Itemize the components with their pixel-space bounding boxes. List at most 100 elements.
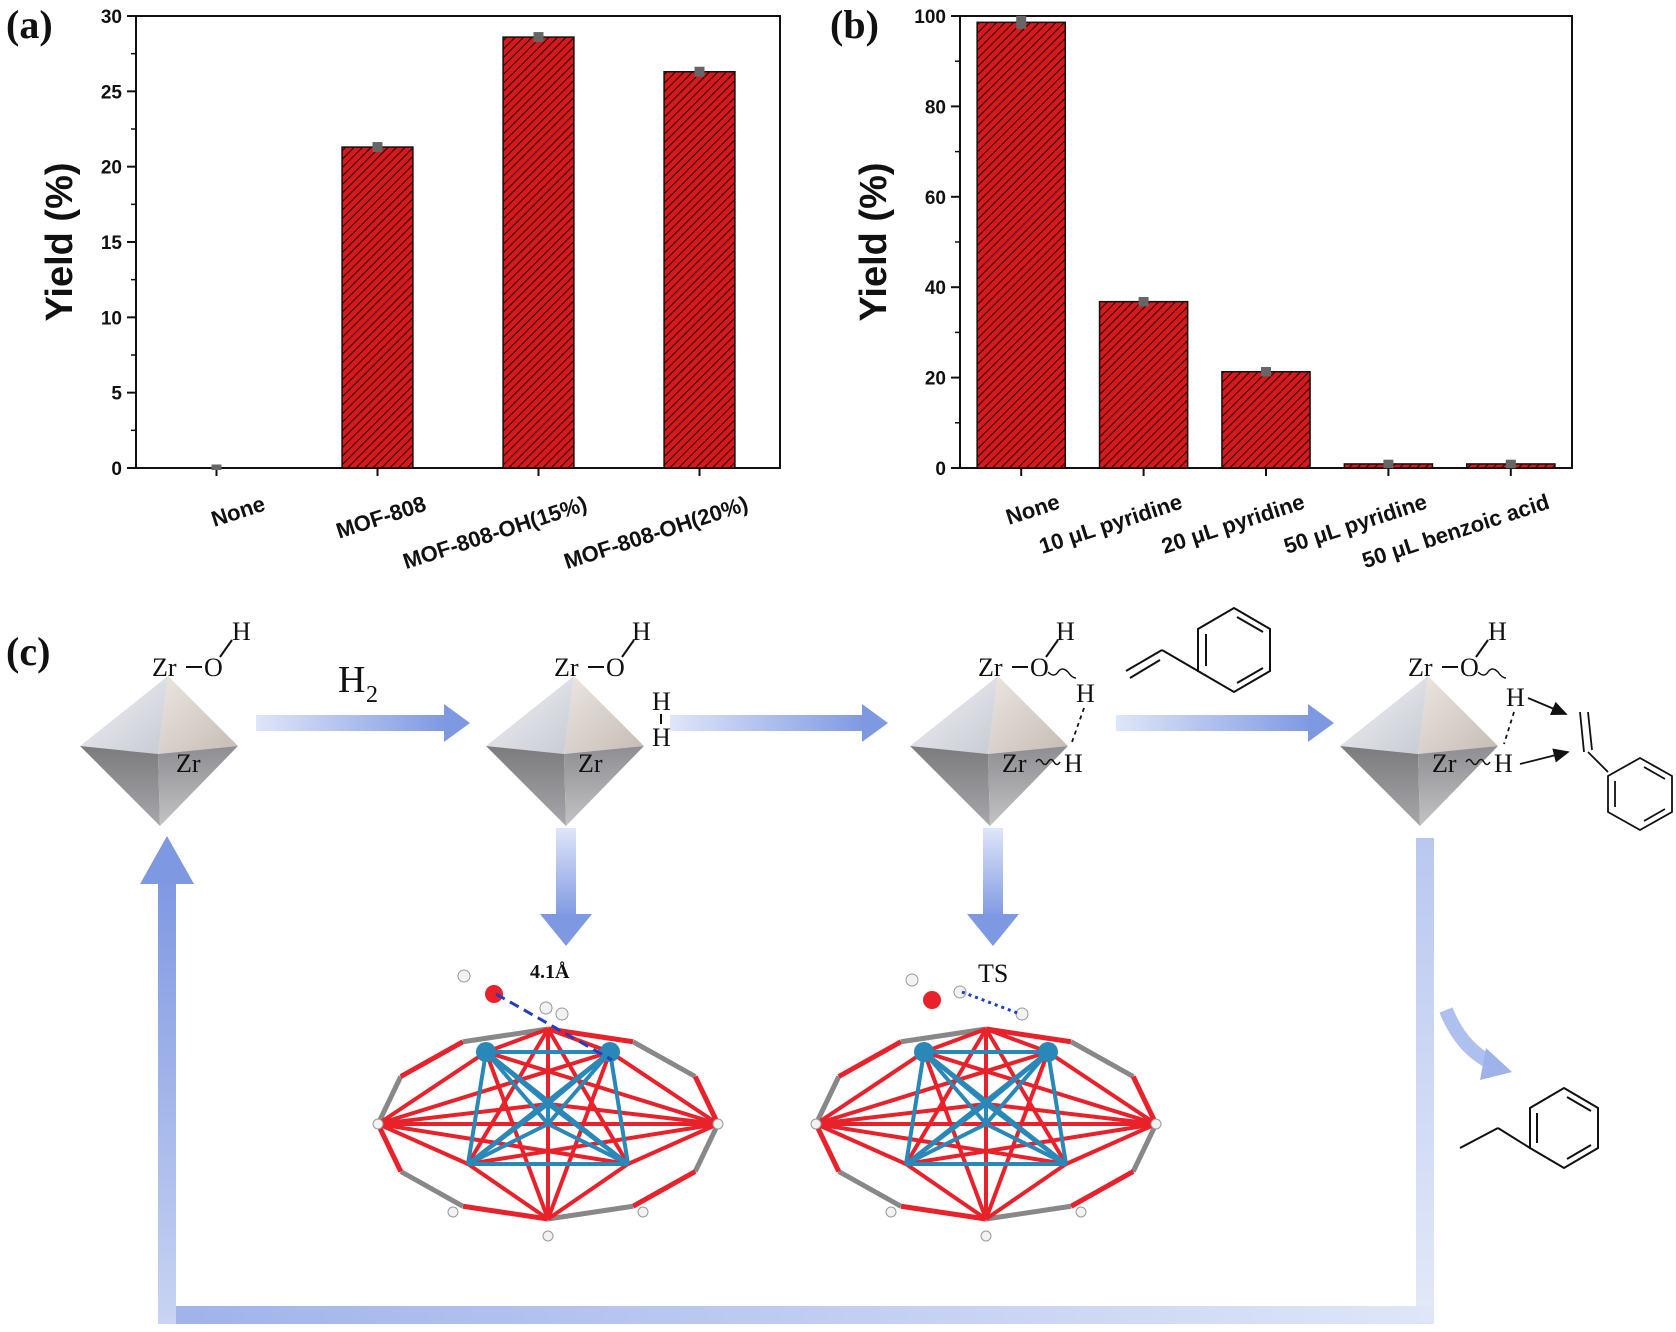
cluster-bond: [485, 1027, 549, 1054]
cluster-bond: [547, 1203, 634, 1222]
bar: [341, 146, 414, 469]
zr-node-octahedron-1: [80, 676, 238, 826]
cluster-bond: [813, 1075, 842, 1126]
oxygen-atom: [485, 985, 503, 1003]
hydrogen-atom: [1150, 1118, 1162, 1130]
bar: [976, 21, 1067, 469]
y-tick-label: 60: [925, 188, 946, 209]
o-label-3: O: [1030, 653, 1049, 682]
x-category-label: MOF-808: [333, 491, 429, 543]
loop-arrow-up-head: [140, 836, 194, 884]
cluster-bond: [984, 1102, 1068, 1166]
hydrogen-atom: [953, 985, 967, 999]
h2-reagent-label: H: [338, 659, 365, 701]
cluster-bond: [377, 1050, 611, 1126]
product-release-arrow: [1439, 1007, 1512, 1080]
loop-arrow-left-segment: [158, 880, 176, 1324]
styrene-structure: [1125, 606, 1271, 694]
h2-reagent-subscript: 2: [366, 682, 378, 708]
hydrogen-atom: [457, 969, 471, 983]
hydrogen-atom: [712, 1118, 724, 1130]
loop-arrow-bottom-segment: [158, 1306, 1434, 1324]
cluster-bond: [377, 1102, 549, 1126]
h-label-1: H: [232, 617, 251, 646]
panel-label-b: (b): [830, 2, 879, 47]
cluster-bond: [466, 1051, 488, 1165]
reaction-scheme: H 2 Zr O H Zr Zr O H Zr H H Zr O H: [80, 606, 1673, 1324]
cluster-bond: [837, 1039, 903, 1079]
h2-top-atom: H: [652, 687, 671, 716]
hydrogen-atom: [555, 1007, 569, 1021]
cluster-bond: [467, 1122, 719, 1166]
oxygen-atom: [923, 991, 941, 1009]
zr-label-1b: Zr: [176, 749, 201, 778]
y-tick-label: 10: [101, 308, 122, 329]
cluster-bond: [922, 1050, 988, 1106]
cluster-bond: [376, 1050, 488, 1126]
zirconium-atom: [914, 1042, 934, 1062]
cluster-bond: [466, 1102, 550, 1166]
zr-label-4: Zr: [1408, 653, 1433, 682]
hydrogen-atom: [447, 1206, 459, 1218]
cluster-bond: [905, 1122, 1157, 1166]
cluster-bond: [815, 1122, 907, 1166]
cluster-bond: [922, 1051, 988, 1220]
cluster-bond: [923, 1027, 987, 1054]
hydrogen-atom: [810, 1118, 822, 1130]
step-arrow-1: [256, 704, 470, 742]
hydrogen-atom: [885, 1206, 897, 1218]
cluster-bond: [546, 1051, 612, 1220]
cluster-bond: [837, 1169, 903, 1209]
cluster-bond: [904, 1102, 988, 1166]
error-bar: [1261, 367, 1271, 377]
h2-bottom-atom: H: [652, 723, 671, 752]
y-tick-label: 0: [111, 459, 122, 480]
error-bar: [1138, 296, 1149, 307]
bar: [1221, 370, 1311, 469]
cluster-bond: [375, 1122, 404, 1173]
y-tick-label: 15: [101, 233, 123, 254]
zirconium-atom: [476, 1042, 496, 1062]
cluster-bond: [608, 1050, 720, 1126]
down-arrow-to-model-1: [540, 828, 592, 946]
ts-hydrogen-bond-line: [961, 990, 1021, 1016]
error-bar: [533, 32, 544, 43]
y-tick-label: 5: [111, 384, 122, 405]
cluster-bond: [905, 1122, 987, 1166]
h-label-4c: H: [1494, 749, 1513, 778]
cluster-bond: [815, 1102, 987, 1126]
error-bar: [694, 66, 705, 77]
y-tick-label: 80: [925, 97, 946, 118]
bar: [502, 36, 575, 469]
hydride-transfer-arrow-2: [1519, 748, 1570, 765]
h-label-3b: H: [1076, 679, 1095, 708]
cluster-bond: [923, 1050, 1157, 1126]
down-arrow-to-model-2: [967, 828, 1019, 946]
cluster-bond: [547, 1122, 629, 1166]
cluster-bond: [1046, 1050, 1158, 1126]
hydrogen-atom: [542, 1230, 554, 1242]
panel-label-a: (a): [6, 2, 53, 47]
cluster-bond: [1046, 1051, 1068, 1165]
hydride-transfer-arrow-1: [1527, 697, 1568, 716]
cluster-bond: [1130, 1075, 1159, 1126]
zr-cluster-model-transition-state: [810, 973, 1162, 1242]
cluster-bond: [462, 1203, 549, 1222]
cluster-bond: [466, 1162, 550, 1221]
cluster-bond: [627, 1122, 719, 1166]
cluster-bond: [377, 1122, 629, 1166]
error-bar: [211, 464, 222, 470]
cluster-bond: [1065, 1122, 1157, 1166]
cluster-bond: [399, 1039, 465, 1079]
cluster-bond: [900, 1203, 987, 1222]
zr-node-octahedron-4: [1340, 676, 1498, 826]
zr-label-2b: Zr: [578, 749, 603, 778]
cluster-bond: [631, 1039, 697, 1079]
hydrogen-atom: [905, 973, 919, 987]
cluster-bond: [904, 1162, 988, 1221]
hydrogen-atom: [539, 1001, 553, 1015]
styrene-hydrogenation-structure: [1579, 711, 1673, 832]
cluster-bond: [399, 1169, 465, 1209]
